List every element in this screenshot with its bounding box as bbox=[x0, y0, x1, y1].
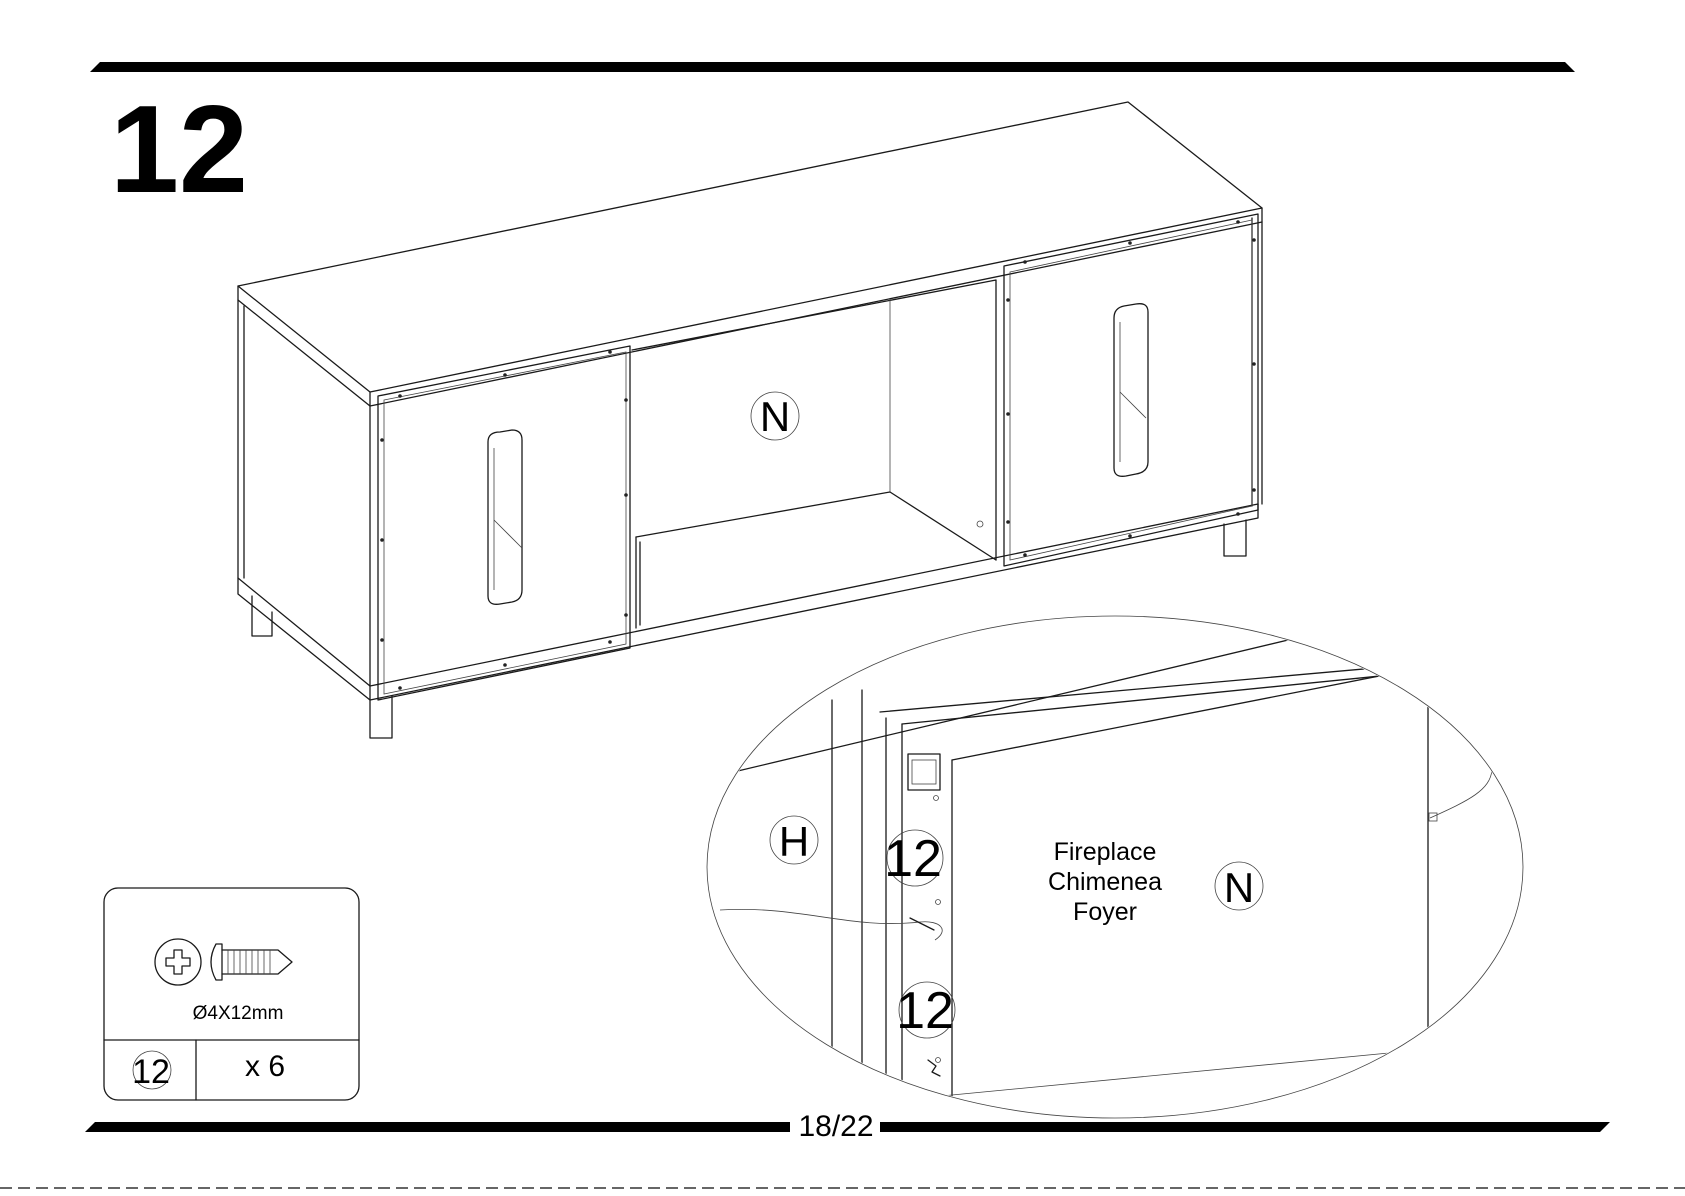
detail-view: H 12 12 Fireplace Chimenea Foyer N bbox=[700, 616, 1600, 1118]
part-h-label: H bbox=[779, 818, 809, 865]
tv-stand-cabinet: N bbox=[238, 102, 1262, 738]
part-n-label: N bbox=[760, 393, 790, 440]
detail-part-n-label: N bbox=[1224, 864, 1254, 911]
page-indicator: 18/22 bbox=[798, 1110, 873, 1143]
screw-callout-bottom: 12 bbox=[896, 982, 954, 1040]
screw-callout-top: 12 bbox=[884, 830, 942, 888]
phillips-screw-icon bbox=[155, 939, 292, 985]
appliance-label-en: Fireplace bbox=[1054, 838, 1157, 866]
header-bar bbox=[90, 62, 1575, 72]
step-number: 12 bbox=[110, 81, 248, 219]
appliance-label-fr: Foyer bbox=[1073, 898, 1137, 926]
hardware-quantity: x 6 bbox=[245, 1050, 285, 1083]
screw-size: Ø4X12mm bbox=[193, 1003, 284, 1024]
hardware-part-id: 12 bbox=[132, 1053, 170, 1091]
appliance-label-es: Chimenea bbox=[1048, 868, 1162, 896]
hardware-box: Ø4X12mm 12 x 6 bbox=[104, 888, 359, 1100]
